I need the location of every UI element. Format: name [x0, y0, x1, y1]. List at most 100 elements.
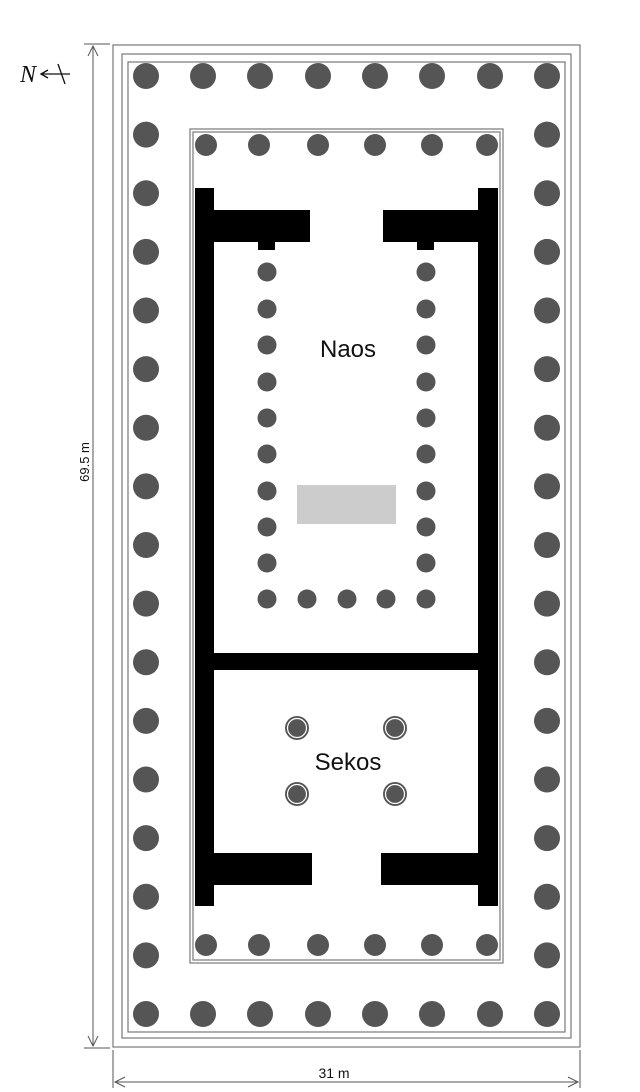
- outer-column: [534, 1001, 560, 1027]
- outer-column: [190, 63, 216, 89]
- outer-column: [534, 883, 560, 910]
- middle-step-outline: [121, 53, 572, 1039]
- height-dimension-label: 69.5 m: [77, 442, 92, 482]
- naos-column: [257, 408, 277, 428]
- outer-column: [305, 63, 331, 89]
- naos-column: [416, 517, 436, 537]
- inner-column: [307, 934, 329, 956]
- naos-label: Naos: [320, 336, 376, 363]
- inner-step-outline: [127, 61, 566, 1033]
- outer-column: [534, 63, 560, 89]
- outer-column: [534, 590, 560, 617]
- cella-walls: [195, 188, 498, 906]
- naos-column: [416, 408, 436, 428]
- outer-column: [419, 1001, 445, 1027]
- width-dimension-line: [112, 1050, 581, 1088]
- outer-column: [534, 238, 560, 265]
- naos-column: [416, 372, 436, 392]
- naos-column: [416, 481, 436, 501]
- outer-column: [133, 1001, 159, 1027]
- naos-column: [257, 372, 277, 392]
- naos-column: [257, 299, 277, 319]
- outer-colonnade: [133, 63, 560, 1027]
- sekos-column-ring: [384, 783, 406, 805]
- front-pilaster-left: [258, 242, 275, 250]
- naos-column: [416, 553, 436, 573]
- front-wall-right: [383, 210, 478, 242]
- naos-column: [257, 517, 277, 537]
- sekos-label: Sekos: [315, 749, 382, 776]
- outer-column: [534, 414, 560, 441]
- outer-column: [133, 649, 159, 676]
- outer-column: [133, 356, 159, 383]
- outer-column: [362, 1001, 388, 1027]
- outer-column: [419, 63, 445, 89]
- sekos-column-ring: [286, 717, 308, 739]
- outer-column: [247, 63, 273, 89]
- right-side-wall: [478, 188, 498, 906]
- outer-column: [133, 297, 159, 324]
- outer-column: [190, 1001, 216, 1027]
- inner-column: [248, 134, 270, 156]
- sekos-column-ring: [384, 717, 406, 739]
- outer-column: [534, 766, 560, 793]
- outer-column: [133, 590, 159, 617]
- naos-column: [337, 589, 357, 609]
- inner-colonnade-outline: [189, 128, 504, 964]
- inner-column: [248, 934, 270, 956]
- naos-column: [297, 589, 317, 609]
- inner-column: [476, 934, 498, 956]
- statue-base: [297, 485, 396, 524]
- outer-column: [133, 883, 159, 910]
- rear-wall-right: [381, 853, 478, 885]
- outer-column: [133, 942, 159, 969]
- left-side-wall: [195, 188, 214, 906]
- rear-wall-left: [214, 853, 312, 885]
- naos-column: [257, 481, 277, 501]
- naos-column: [257, 589, 277, 609]
- outer-column: [534, 649, 560, 676]
- naos-column: [416, 589, 436, 609]
- naos-colonnade: [257, 262, 436, 609]
- sekos-column-ring: [286, 783, 308, 805]
- outer-column: [247, 1001, 273, 1027]
- north-arrow-icon: N: [19, 62, 70, 88]
- cross-wall: [214, 653, 478, 670]
- outer-column: [133, 473, 159, 500]
- outer-column: [534, 707, 560, 734]
- outer-column: [534, 825, 560, 852]
- outer-column: [133, 414, 159, 441]
- inner-colonnade: [195, 134, 498, 956]
- front-pilaster-right: [417, 242, 434, 250]
- outer-column: [477, 1001, 503, 1027]
- outer-column: [133, 238, 159, 265]
- inner-colonnade-outline-2: [192, 131, 501, 961]
- outer-column: [362, 63, 388, 89]
- naos-column: [257, 553, 277, 573]
- outer-column: [133, 180, 159, 207]
- outer-column: [534, 942, 560, 969]
- outer-column: [133, 707, 159, 734]
- naos-column: [257, 335, 277, 355]
- outer-column: [534, 121, 560, 148]
- naos-column: [376, 589, 396, 609]
- outer-column: [133, 63, 159, 89]
- inner-column: [364, 134, 386, 156]
- inner-column: [195, 934, 217, 956]
- inner-column: [476, 134, 498, 156]
- outer-column: [534, 180, 560, 207]
- inner-column: [421, 134, 443, 156]
- front-wall-left: [214, 210, 310, 242]
- inner-column: [307, 134, 329, 156]
- outer-column: [133, 121, 159, 148]
- width-dimension-label: 31 m: [318, 1065, 349, 1081]
- naos-column: [416, 444, 436, 464]
- outer-column: [133, 532, 159, 558]
- outer-column: [534, 356, 560, 383]
- outer-column: [534, 473, 560, 500]
- inner-column: [195, 134, 217, 156]
- naos-column: [257, 444, 277, 464]
- inner-column: [421, 934, 443, 956]
- outer-column: [534, 532, 560, 558]
